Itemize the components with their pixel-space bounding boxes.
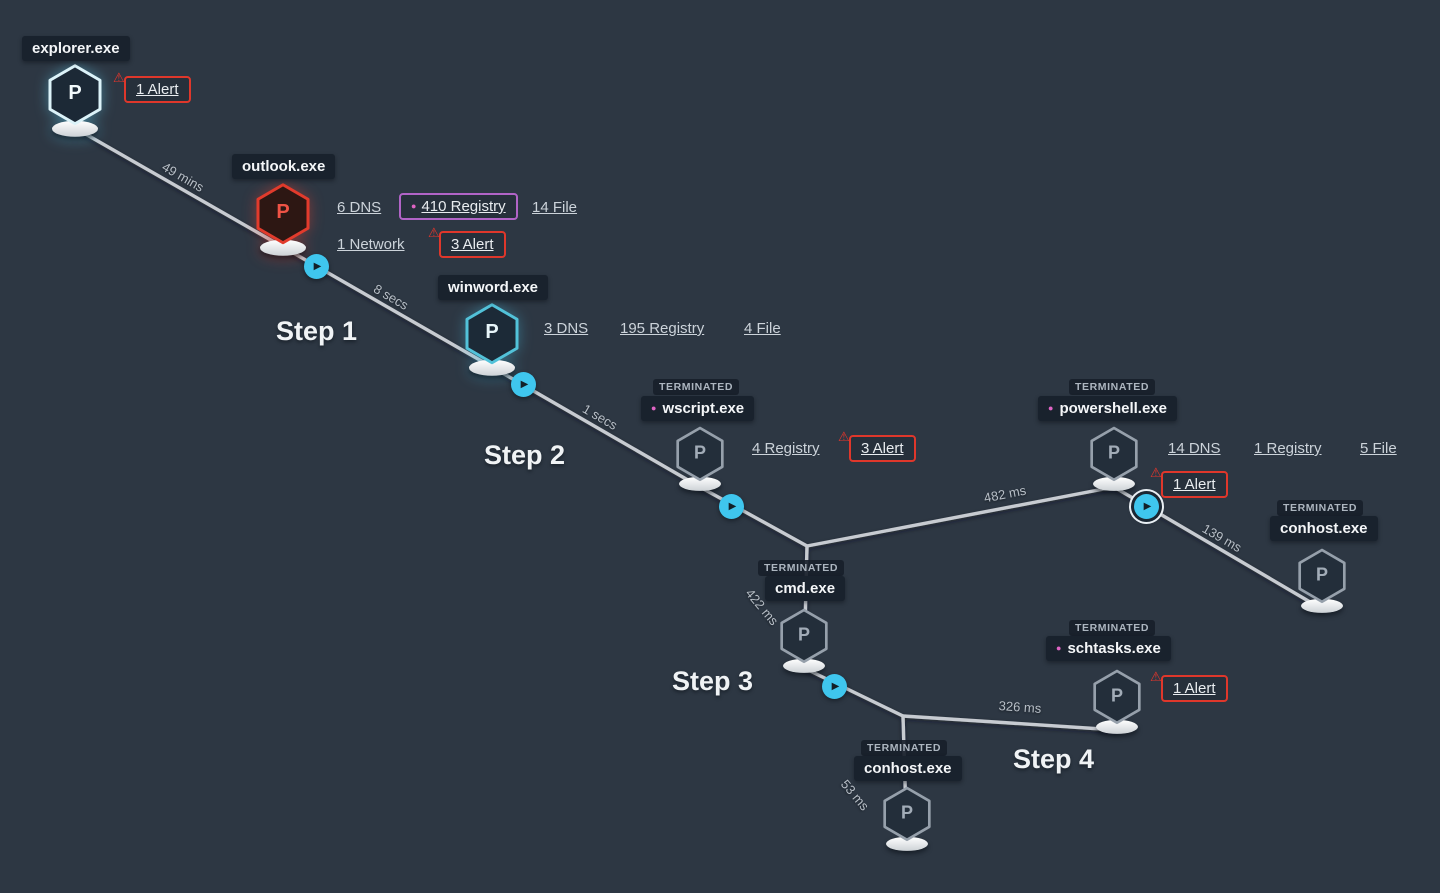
node-platform xyxy=(886,836,928,851)
play-button-cmd[interactable]: ▶ xyxy=(822,674,847,699)
status-terminated-schtasks: TERMINATED xyxy=(1069,620,1156,636)
process-node-powershell[interactable]: P xyxy=(1089,426,1139,491)
stat-network-outlook[interactable]: 1 Network xyxy=(337,236,405,253)
process-name-outlook[interactable]: outlook.exe xyxy=(232,154,336,179)
alert-badge-explorer[interactable]: ⚠ 1 Alert xyxy=(113,71,191,103)
edge-explorer-outlook xyxy=(73,126,285,249)
alert-badge-schtasks[interactable]: ⚠ 1 Alert xyxy=(1150,670,1228,702)
play-icon: ▶ xyxy=(313,260,322,272)
process-icon: P xyxy=(1107,442,1120,463)
node-platform xyxy=(469,359,515,376)
status-terminated-cmd: TERMINATED xyxy=(758,560,845,576)
status-terminated-wscript: TERMINATED xyxy=(653,379,740,395)
process-node-outlook[interactable]: P xyxy=(255,183,311,256)
process-name-cmd[interactable]: cmd.exe xyxy=(765,576,846,601)
stat-file-outlook[interactable]: 14 File xyxy=(532,199,578,216)
indicator-dot-icon: ● xyxy=(651,403,657,413)
process-icon: P xyxy=(68,82,82,105)
status-terminated-powershell: TERMINATED xyxy=(1069,379,1156,395)
play-button-outlook[interactable]: ▶ xyxy=(304,254,329,279)
process-icon: P xyxy=(693,442,706,463)
process-name-powershell[interactable]: ● powershell.exe xyxy=(1038,396,1177,421)
step-3-label: Step 3 xyxy=(672,666,754,696)
stat-registry-wscript[interactable]: 4 Registry xyxy=(752,440,820,457)
process-name-explorer[interactable]: explorer.exe xyxy=(22,36,130,61)
stat-dns-outlook[interactable]: 6 DNS xyxy=(337,199,382,216)
status-terminated-conhost-bottom: TERMINATED xyxy=(861,740,948,756)
alert-badge-wscript[interactable]: ⚠ 3 Alert xyxy=(838,430,916,462)
indicator-dot-icon: ● xyxy=(1048,403,1054,413)
process-icon: P xyxy=(797,624,810,645)
play-icon: ▶ xyxy=(831,680,840,692)
process-icon: P xyxy=(1315,564,1328,585)
process-name-winword[interactable]: winword.exe xyxy=(438,275,549,300)
play-icon: ▶ xyxy=(728,500,737,512)
play-icon: ▶ xyxy=(520,378,529,390)
edge-duration-label: 326 ms xyxy=(998,698,1042,716)
alert-triangle-icon: ⚠ xyxy=(113,70,125,85)
process-icon: P xyxy=(1110,685,1123,706)
process-node-schtasks[interactable]: P xyxy=(1092,669,1142,734)
stat-file-powershell[interactable]: 5 File xyxy=(1360,440,1397,457)
alert-badge-outlook[interactable]: ⚠ 3 Alert xyxy=(428,226,506,258)
node-platform xyxy=(1096,719,1138,734)
play-button-wscript[interactable]: ▶ xyxy=(719,494,744,519)
process-icon: P xyxy=(276,201,290,224)
node-platform xyxy=(260,239,306,256)
stat-registry-winword[interactable]: 195 Registry xyxy=(620,320,705,337)
process-node-cmd[interactable]: P xyxy=(779,608,829,673)
process-node-winword[interactable]: P xyxy=(464,303,520,376)
step-2-label: Step 2 xyxy=(484,440,566,470)
process-name-schtasks[interactable]: ● schtasks.exe xyxy=(1046,636,1171,661)
indicator-dot-icon: ● xyxy=(411,201,417,211)
status-terminated-conhost-right: TERMINATED xyxy=(1277,500,1364,516)
stat-file-winword[interactable]: 4 File xyxy=(744,320,781,337)
edge-wscript-powershell xyxy=(698,485,1116,548)
node-platform xyxy=(679,476,721,491)
step-4-label: Step 4 xyxy=(1013,744,1095,774)
node-platform xyxy=(1301,598,1343,613)
process-name-conhost-right[interactable]: conhost.exe xyxy=(1270,516,1378,541)
alert-badge-powershell[interactable]: ⚠ 1 Alert xyxy=(1150,466,1228,498)
alert-triangle-icon: ⚠ xyxy=(1150,465,1162,480)
node-platform xyxy=(52,120,98,137)
node-platform xyxy=(783,658,825,673)
play-button-winword[interactable]: ▶ xyxy=(511,372,536,397)
process-name-wscript[interactable]: ● wscript.exe xyxy=(641,396,755,421)
process-node-conhost-bottom[interactable]: P xyxy=(882,786,932,851)
process-name-conhost-bottom[interactable]: conhost.exe xyxy=(854,756,962,781)
process-icon: P xyxy=(485,321,499,344)
stat-registry-powershell[interactable]: 1 Registry xyxy=(1254,440,1322,457)
process-node-wscript[interactable]: P xyxy=(675,426,725,491)
alert-triangle-icon: ⚠ xyxy=(1150,669,1162,684)
process-node-explorer[interactable]: P xyxy=(47,64,103,137)
process-node-conhost-right[interactable]: P xyxy=(1297,548,1347,613)
registry-badge-outlook[interactable]: ● 410 Registry xyxy=(399,193,518,220)
stat-dns-winword[interactable]: 3 DNS xyxy=(544,320,589,337)
indicator-dot-icon: ● xyxy=(1056,643,1062,653)
alert-triangle-icon: ⚠ xyxy=(428,225,440,240)
play-button-powershell[interactable]: ▶ xyxy=(1134,494,1159,519)
stat-dns-powershell[interactable]: 14 DNS xyxy=(1168,440,1221,457)
process-icon: P xyxy=(900,802,913,823)
edge-cmd-schtasks xyxy=(802,666,1119,732)
play-icon: ▶ xyxy=(1143,500,1152,512)
node-platform xyxy=(1093,476,1135,491)
alert-triangle-icon: ⚠ xyxy=(838,429,850,444)
step-1-label: Step 1 xyxy=(276,316,358,346)
